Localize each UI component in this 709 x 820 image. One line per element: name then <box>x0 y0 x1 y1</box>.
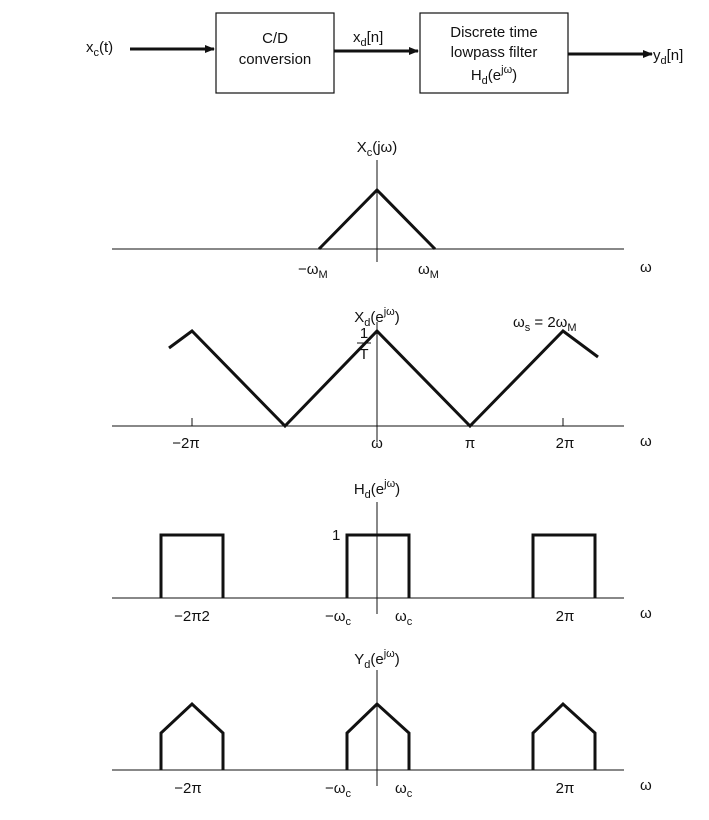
hd-height-label: 1 <box>332 527 340 544</box>
hd-tick-pos-wc: ωc <box>395 608 413 628</box>
xc-tick-neg-wm: −ωM <box>298 261 328 281</box>
output-signal-label: yd[n] <box>653 47 683 67</box>
cd-conversion-box <box>215 12 335 94</box>
xd-axis-label: ω <box>640 433 652 450</box>
plot-yd-spectrum: Yd(ejω) −2π −ωc ωc 2π ω <box>112 648 652 800</box>
hd-tick-neg-wc: −ωc <box>325 608 351 628</box>
xc-title: Xc(jω) <box>357 139 398 159</box>
xd-height-numerator: 1 <box>360 325 368 342</box>
hd-title: Hd(ejω) <box>354 478 400 501</box>
cd-box-line1: C/D <box>262 30 288 47</box>
xc-triangle <box>317 187 437 251</box>
lowpass-filter-box <box>419 12 569 94</box>
input-signal-label: xc(t) <box>86 39 113 59</box>
yd-shape-right <box>531 701 597 770</box>
xd-tick-2pi: 2π <box>556 435 575 452</box>
yd-axis-label: ω <box>640 777 652 794</box>
xd-title: Xd(ejω) <box>354 306 400 329</box>
xc-axis-label: ω <box>640 259 652 276</box>
xd-tick-neg-2pi: −2π <box>172 435 199 452</box>
filter-box-line1: Discrete time <box>450 24 538 41</box>
xd-tick-pi: π <box>465 435 475 452</box>
hd-tick-neg-2pi: −2π2 <box>174 608 210 625</box>
plot-xc-spectrum: Xc(jω) −ωM ωM ω <box>112 139 652 281</box>
hd-passband-center <box>345 533 411 598</box>
xc-tick-pos-wm: ωM <box>418 261 439 281</box>
plot-hd-filter: Hd(ejω) 1 −2π2 −ωc ωc 2π ω <box>112 478 652 628</box>
yd-tick-pos-wc: ωc <box>395 780 413 800</box>
xd-periodic-triangles <box>168 328 599 429</box>
hd-axis-label: ω <box>640 605 652 622</box>
plot-xd-spectrum: Xd(ejω) 1 T ωs = 2ωM −2π ω π 2π ω <box>112 306 652 452</box>
yd-shape-center <box>345 701 411 770</box>
hd-passband-right <box>531 533 597 598</box>
yd-shape-left <box>159 701 225 770</box>
yd-tick-2pi: 2π <box>556 780 575 797</box>
filter-box-line3: Hd(ejω) <box>471 64 517 87</box>
xd-height-denominator: T <box>359 346 368 363</box>
yd-tick-neg-wc: −ωc <box>325 780 351 800</box>
xd-sampling-note: ωs = 2ωM <box>513 314 577 334</box>
hd-passband-left <box>159 533 225 598</box>
discrete-signal-label: xd[n] <box>353 29 383 49</box>
hd-tick-2pi: 2π <box>556 608 575 625</box>
block-diagram: xc(t) C/D conversion xd[n] Discrete time… <box>86 12 683 94</box>
xd-tick-omega: ω <box>371 435 383 452</box>
yd-title: Yd(ejω) <box>354 648 400 671</box>
cd-box-line2: conversion <box>239 51 312 68</box>
yd-tick-neg-2pi: −2π <box>174 780 201 797</box>
filter-box-line2: lowpass filter <box>451 44 538 61</box>
